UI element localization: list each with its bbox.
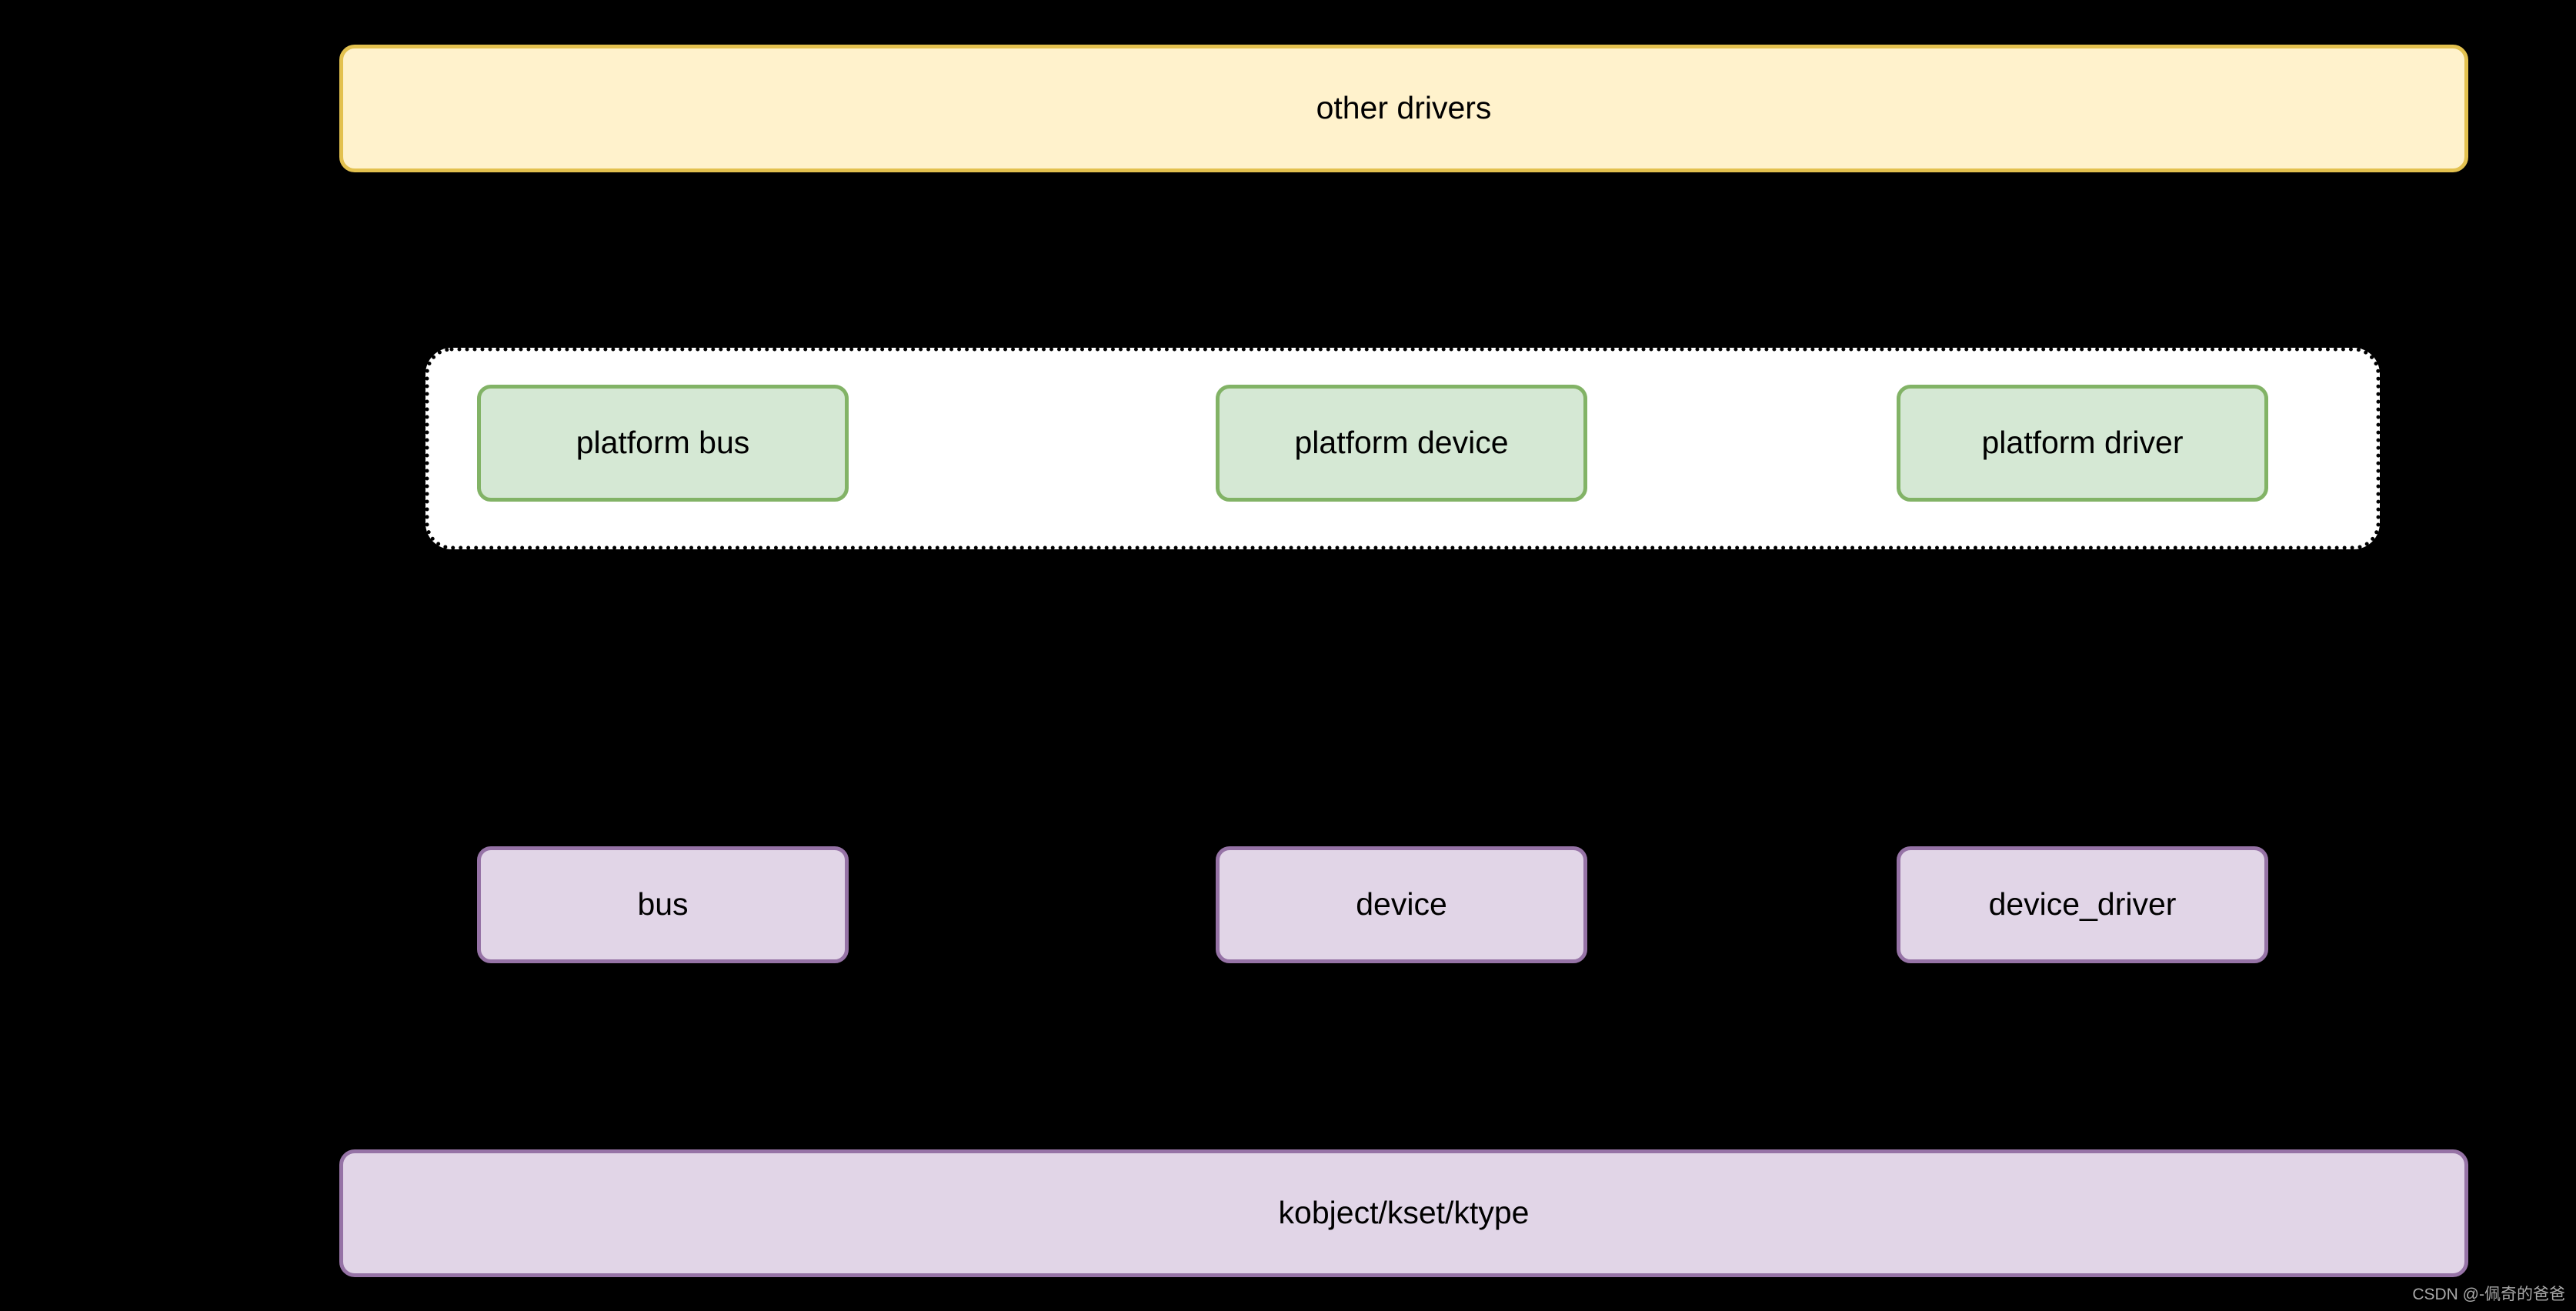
node-platform-driver-label: platform driver <box>1981 425 2184 461</box>
watermark: CSDN @-佩奇的爸爸 <box>2412 1286 2565 1303</box>
node-platform-device-label: platform device <box>1294 425 1509 461</box>
node-other-drivers[interactable]: other drivers <box>339 45 2468 172</box>
node-device-driver[interactable]: device_driver <box>1897 846 2268 963</box>
node-bus-label: bus <box>637 886 689 922</box>
node-bus[interactable]: bus <box>477 846 849 963</box>
node-platform-bus[interactable]: platform bus <box>477 385 849 502</box>
node-platform-driver[interactable]: platform driver <box>1897 385 2268 502</box>
node-device-driver-label: device_driver <box>1988 886 2177 922</box>
node-device[interactable]: device <box>1216 846 1587 963</box>
node-kobject-kset-ktype-label: kobject/kset/ktype <box>1278 1195 1530 1231</box>
node-platform-bus-label: platform bus <box>576 425 750 461</box>
node-platform-device[interactable]: platform device <box>1216 385 1587 502</box>
node-kobject-kset-ktype[interactable]: kobject/kset/ktype <box>339 1149 2468 1277</box>
node-device-label: device <box>1356 886 1447 922</box>
node-other-drivers-label: other drivers <box>1316 90 1492 126</box>
